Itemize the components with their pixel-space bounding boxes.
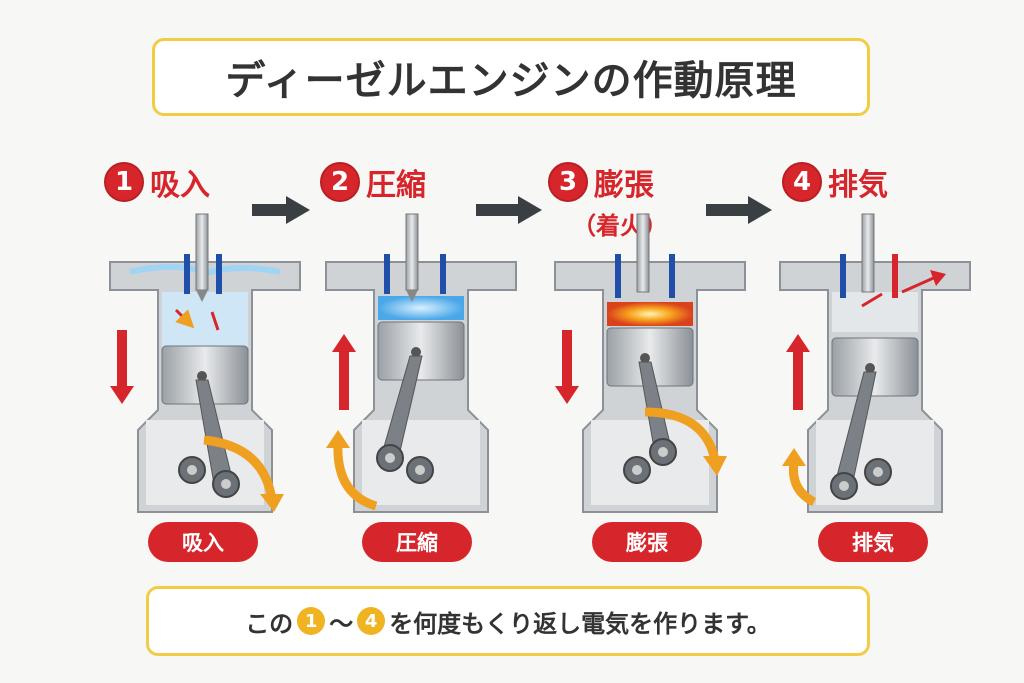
step-1-number: 1 [104,162,144,202]
step-2-number: 2 [320,162,360,202]
rotation-arrow [260,494,284,512]
footer-tilde: 〜 [329,609,354,638]
step-1-label: 吸入 [150,168,210,203]
step-3-number: 3 [548,162,588,202]
intake-valve [184,254,190,294]
piston-down-arrow [110,386,134,404]
rotation-arrow [326,430,350,448]
injector-icon [405,213,419,291]
injector-icon [636,213,650,293]
step-1-heading: 1 吸入 [104,160,210,204]
intake-valve [615,254,621,298]
piston-up-arrow [332,334,356,352]
exhaust-valve [892,254,898,298]
step-4-label: 排気 [828,168,888,203]
compressed-air [378,296,464,320]
engine-compression [325,213,517,513]
step-1-pill: 吸入 [148,522,258,562]
step-2-label: 圧縮 [366,168,426,203]
footer-post: を何度もくり返し電気を作ります。 [389,609,771,638]
step-3-heading: 3 膨張 [548,160,654,204]
step-3-pill: 膨張 [592,522,702,562]
engine-intake [109,213,301,513]
piston-down-arrow [555,386,579,404]
piston-icon [831,337,919,397]
footer-number-4: 4 [357,607,386,635]
next-arrow-1 [252,196,310,224]
step-3-sublabel: （着火） [572,212,668,240]
next-arrow-3 [706,196,772,224]
intake-air-flow [129,264,281,276]
exhaust-valve [216,254,222,294]
piston-icon [377,321,465,381]
step-4-number: 4 [782,162,822,202]
step-3-label: 膨張 [594,168,654,203]
exhaust-out-arrow [930,270,946,286]
title-box: ディーゼルエンジンの作動原理 [152,38,870,116]
step-2-pill: 圧縮 [362,522,472,562]
rotation-arrow [782,448,806,466]
rotation-arrow [703,456,727,476]
injector-icon [861,213,875,293]
exhaust-valve [669,254,675,298]
step-2-heading: 2 圧縮 [320,160,426,204]
step-4-pill: 排気 [818,522,928,562]
injector-icon [195,213,209,291]
footer-pre: この [245,609,294,638]
footer-number-1: 1 [297,607,326,635]
footer-note: この 1 〜 4 を何度もくり返し電気を作ります。 [146,586,870,656]
engine-exhaust [779,213,971,513]
engine-expansion [554,213,746,513]
combustion-flame [607,302,693,326]
page-title: ディーゼルエンジンの作動原理 [225,58,797,104]
intake-valve [840,254,846,298]
step-4-heading: 4 排気 [782,160,888,204]
intake-valve [384,254,390,294]
exhaust-valve [440,254,446,294]
piston-up-arrow [786,334,810,352]
next-arrow-2 [476,196,542,224]
